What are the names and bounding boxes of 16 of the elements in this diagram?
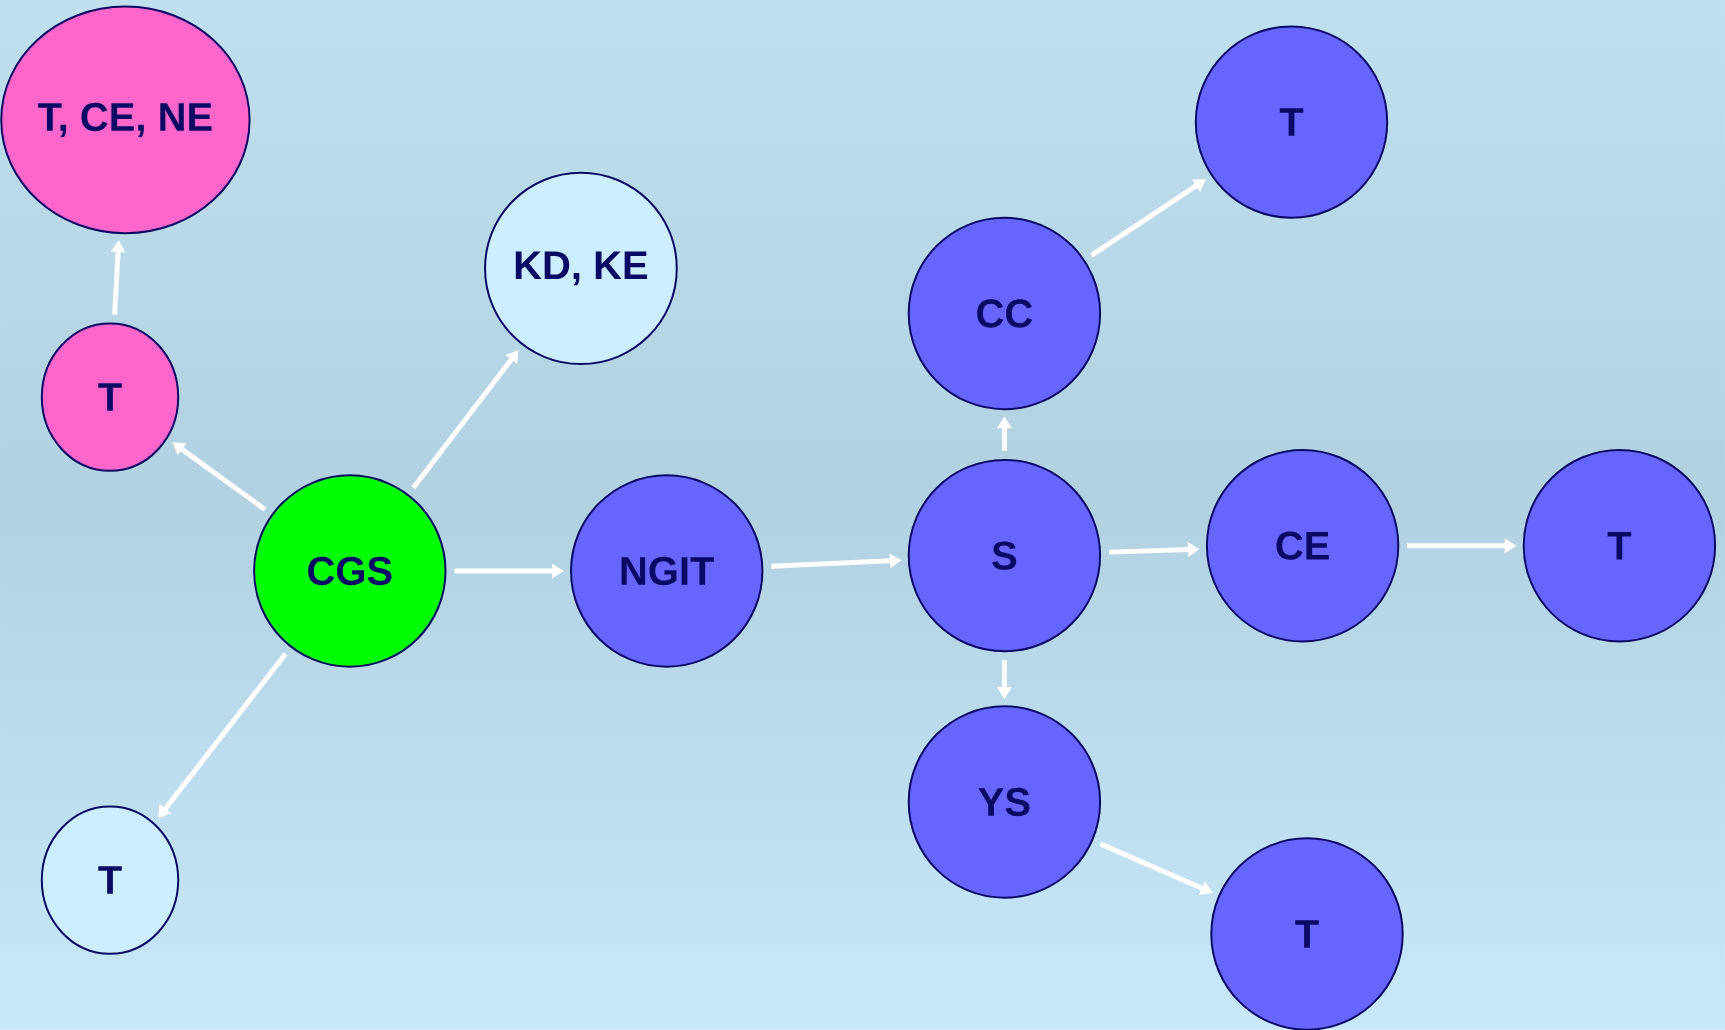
- circle-node: T, CE, NE: [0, 5, 251, 235]
- circle-node: T: [1194, 25, 1389, 219]
- circle-node: T: [40, 805, 180, 955]
- circle-node: CGS: [253, 474, 447, 668]
- circle-node: T: [40, 322, 180, 472]
- arrow: [158, 652, 288, 818]
- circle-node: NGIT: [570, 474, 764, 668]
- circle-node: S: [907, 458, 1102, 653]
- circle-node: KD, KE: [484, 171, 678, 366]
- circle-node: CE: [1205, 449, 1400, 643]
- circle-node: YS: [907, 705, 1102, 899]
- circle-node: T: [1210, 837, 1404, 1030]
- arrow: [1090, 179, 1206, 258]
- circle-node: T: [1522, 449, 1717, 643]
- arrow: [411, 350, 519, 490]
- circle-node: CC: [907, 216, 1102, 411]
